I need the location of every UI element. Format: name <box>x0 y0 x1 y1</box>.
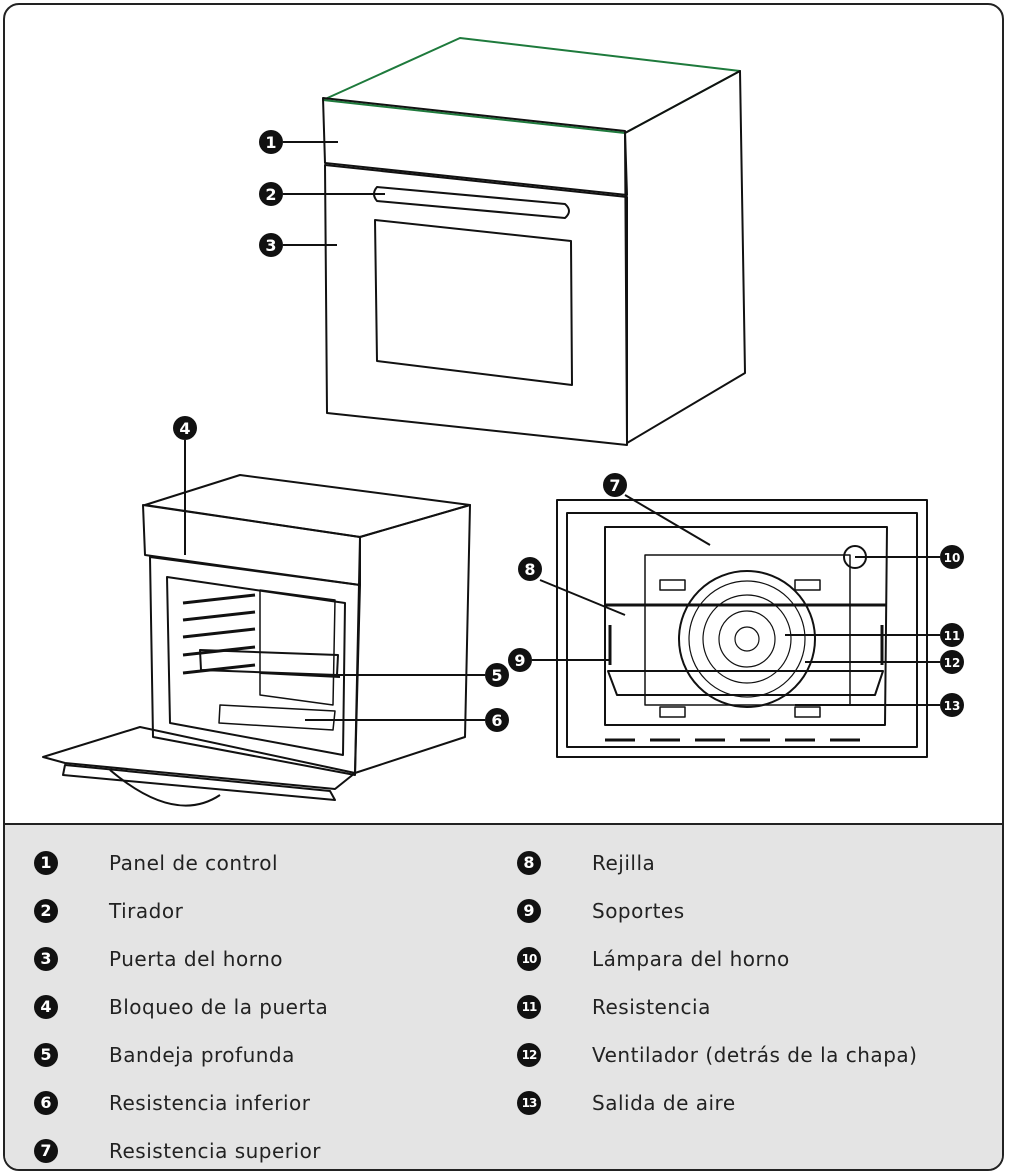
legend-column-left: 1 Panel de control 2 Tirador 3 Puerta del h… <box>27 839 497 1169</box>
legend-item: 3 Puerta del horno <box>27 935 497 983</box>
legend-item: 1 Panel de control <box>27 839 497 887</box>
callout-9: 9 <box>508 648 532 672</box>
number-badge-icon: 1 <box>27 844 65 882</box>
number-badge-icon: 9 <box>510 892 548 930</box>
callout-2: 2 <box>259 182 283 206</box>
legend-item: 2 Tirador <box>27 887 497 935</box>
svg-text:13: 13 <box>944 699 961 713</box>
legend-item: 5 Bandeja profunda <box>27 1031 497 1079</box>
oven-interior-view <box>556 499 928 758</box>
number-badge-icon: 4 <box>27 988 65 1026</box>
legend-label: Panel de control <box>109 851 278 875</box>
svg-text:3: 3 <box>265 236 276 255</box>
callout-10: 10 <box>940 545 964 569</box>
number-badge-icon: 8 <box>510 844 548 882</box>
number-badge-icon: 3 <box>27 940 65 978</box>
legend-label: Tirador <box>109 899 184 923</box>
oven-open-view <box>42 474 471 807</box>
svg-text:5: 5 <box>491 666 502 685</box>
number-badge-icon: 13 <box>510 1084 548 1122</box>
callout-8: 8 <box>518 557 542 581</box>
callout-6: 6 <box>485 708 509 732</box>
legend-label: Soportes <box>592 899 685 923</box>
legend-panel: 1 Panel de control 2 Tirador 3 Puerta del h… <box>5 823 1002 1169</box>
oven-drawing: 1 2 3 4 5 6 7 8 9 10 11 12 13 <box>42 37 964 807</box>
legend-label: Ventilador (detrás de la chapa) <box>592 1043 918 1067</box>
svg-text:10: 10 <box>944 551 961 565</box>
legend-item: 7 Resistencia superior <box>27 1127 497 1169</box>
callout-7: 7 <box>603 473 627 497</box>
number-badge-icon: 6 <box>27 1084 65 1122</box>
number-badge-icon: 11 <box>510 988 548 1026</box>
svg-text:1: 1 <box>265 133 276 152</box>
callout-11: 11 <box>940 623 964 647</box>
legend-label: Salida de aire <box>592 1091 736 1115</box>
svg-text:11: 11 <box>944 629 961 643</box>
legend-label: Bandeja profunda <box>109 1043 295 1067</box>
leader-lines <box>184 141 940 721</box>
svg-text:8: 8 <box>524 560 535 579</box>
svg-text:7: 7 <box>609 476 620 495</box>
number-badge-icon: 10 <box>510 940 548 978</box>
svg-text:2: 2 <box>265 185 276 204</box>
number-badge-icon: 5 <box>27 1036 65 1074</box>
legend-label: Bloqueo de la puerta <box>109 995 329 1019</box>
legend-label: Lámpara del horno <box>592 947 790 971</box>
oven-closed-view <box>322 37 746 446</box>
legend-item: 13 Salida de aire <box>510 1079 1000 1127</box>
callout-badges: 1 2 3 4 5 6 7 8 9 10 11 12 13 <box>173 130 964 732</box>
callout-5: 5 <box>485 663 509 687</box>
legend-item: 6 Resistencia inferior <box>27 1079 497 1127</box>
legend-label: Resistencia superior <box>109 1139 322 1163</box>
legend-item: 8 Rejilla <box>510 839 1000 887</box>
callout-12: 12 <box>940 650 964 674</box>
legend-item: 12 Ventilador (detrás de la chapa) <box>510 1031 1000 1079</box>
callout-4: 4 <box>173 416 197 440</box>
svg-text:12: 12 <box>944 656 961 670</box>
legend-item: 11 Resistencia <box>510 983 1000 1031</box>
legend-label: Puerta del horno <box>109 947 283 971</box>
number-badge-icon: 12 <box>510 1036 548 1074</box>
legend-label: Resistencia inferior <box>109 1091 311 1115</box>
number-badge-icon: 2 <box>27 892 65 930</box>
callout-13: 13 <box>940 693 964 717</box>
number-badge-icon: 7 <box>27 1132 65 1169</box>
svg-text:4: 4 <box>179 419 190 438</box>
callout-3: 3 <box>259 233 283 257</box>
legend-column-right: 8 Rejilla 9 Soportes 10 Lámpara del horno 1… <box>510 839 1000 1127</box>
callout-1: 1 <box>259 130 283 154</box>
svg-text:9: 9 <box>514 651 525 670</box>
legend-item: 9 Soportes <box>510 887 1000 935</box>
svg-text:6: 6 <box>491 711 502 730</box>
oven-illustrations: 1 2 3 4 5 6 7 8 9 10 11 12 13 <box>5 5 1002 823</box>
legend-item: 10 Lámpara del horno <box>510 935 1000 983</box>
legend-label: Rejilla <box>592 851 656 875</box>
legend-label: Resistencia <box>592 995 711 1019</box>
legend-item: 4 Bloqueo de la puerta <box>27 983 497 1031</box>
